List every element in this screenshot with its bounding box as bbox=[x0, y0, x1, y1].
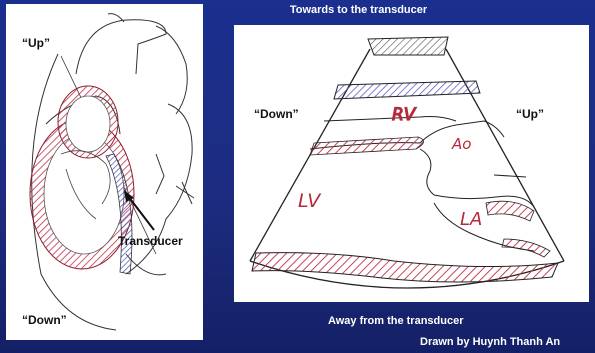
echo-sector-panel: RV Ao LV LA “Down” “Up” bbox=[234, 25, 589, 302]
left-up-label: “Up” bbox=[22, 36, 50, 50]
right-up-label: “Up” bbox=[516, 107, 544, 121]
la-label: LA bbox=[460, 209, 482, 230]
lv-label: LV bbox=[298, 190, 322, 212]
credit-text: Drawn by Huynh Thanh An bbox=[420, 336, 560, 348]
bottom-caption: Away from the transducer bbox=[328, 315, 464, 327]
transducer-label: Transducer bbox=[118, 234, 183, 248]
heart-sketch-drawing bbox=[6, 4, 203, 340]
ao-label: Ao bbox=[451, 135, 471, 153]
heart-sketch-panel: “Up” Transducer “Down” bbox=[6, 4, 203, 340]
right-down-label: “Down” bbox=[254, 107, 299, 121]
rv-label: RV bbox=[392, 105, 417, 125]
echo-sector-drawing: RV Ao LV LA bbox=[234, 25, 589, 302]
left-down-label: “Down” bbox=[22, 313, 67, 327]
